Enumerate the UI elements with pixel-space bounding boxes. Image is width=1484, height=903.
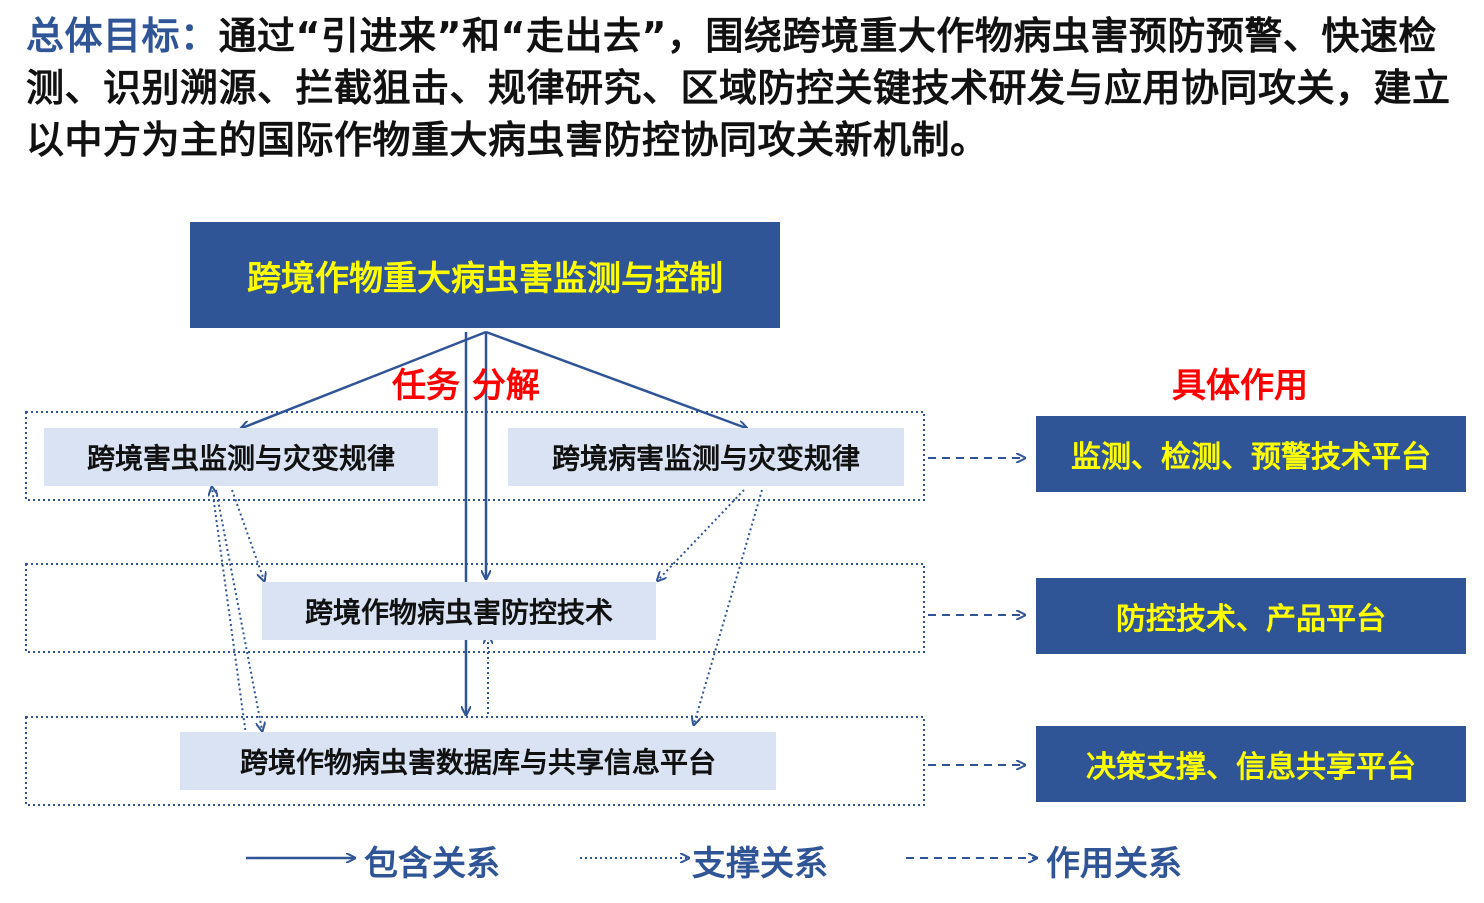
support-arrow-database-pest <box>212 488 247 736</box>
support-arrow-disease-database <box>694 489 763 724</box>
role-decision-platform: 决策支撑、信息共享平台 <box>1036 726 1466 802</box>
legend-supports: 支撑关系 <box>692 844 828 884</box>
support-arrow-disease-control <box>658 489 745 580</box>
role-control-platform: 防控技术、产品平台 <box>1036 578 1466 654</box>
role-monitoring-platform: 监测、检测、预警技术平台 <box>1036 416 1466 492</box>
group-row-1 <box>25 411 925 501</box>
contain-arrow-pest <box>242 330 487 428</box>
task-control-technology: 跨境作物病虫害防控技术 <box>262 582 656 640</box>
goal-text: 通过“引进来”和“走出去”，围绕跨境重大作物病虫害预防预警、快速检测、识别溯源、… <box>26 14 1451 162</box>
support-arrow-pest-database <box>215 489 262 730</box>
task-disease-monitoring: 跨境病害监测与灾变规律 <box>508 428 904 486</box>
legend-effect: 作用关系 <box>1046 844 1182 884</box>
goal-lead: 总体目标： <box>26 14 219 58</box>
contain-arrow-disease <box>485 330 746 428</box>
task-database-platform: 跨境作物病虫害数据库与共享信息平台 <box>180 732 776 790</box>
decomposition-label: 任务 分解 <box>392 366 540 406</box>
task-pest-monitoring: 跨境害虫监测与灾变规律 <box>44 428 438 486</box>
group-row-3 <box>25 716 925 806</box>
support-arrow-pest-control <box>231 489 264 580</box>
main-goal-box: 跨境作物重大病虫害监测与控制 <box>190 222 780 328</box>
role-header: 具体作用 <box>1172 366 1308 406</box>
goal-statement: 总体目标：通过“引进来”和“走出去”，围绕跨境重大作物病虫害预防预警、快速检测、… <box>26 10 1466 166</box>
group-row-2 <box>25 563 925 653</box>
legend-contains: 包含关系 <box>364 844 500 884</box>
